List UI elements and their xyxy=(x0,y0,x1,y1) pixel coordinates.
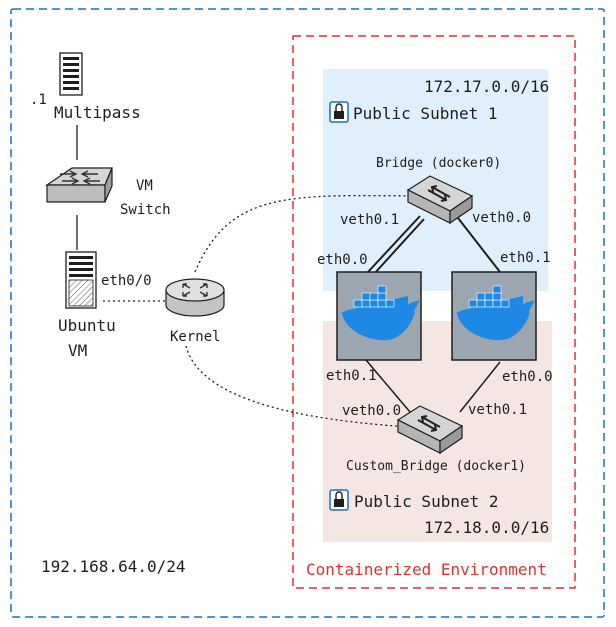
subnet1-veth-left: veth0.1 xyxy=(340,212,399,228)
subnet2-cidr: 172.18.0.0/16 xyxy=(424,518,549,537)
subnet1-cidr: 172.17.0.0/16 xyxy=(424,77,549,96)
subnet1-eth-right: eth0.1 xyxy=(500,250,551,266)
ubuntu-vm-label-line1: Ubuntu xyxy=(58,316,116,335)
ubuntu-interface-label: eth0/0 xyxy=(101,273,152,289)
subnet1-veth-right: veth0.0 xyxy=(472,210,531,226)
container2-docker-icon xyxy=(451,271,537,361)
subnet2-veth-right: veth0.1 xyxy=(468,402,527,418)
subnet2-lock-icon xyxy=(329,489,349,511)
kernel-bridge-link xyxy=(194,194,421,273)
container2-custom-bridge-link xyxy=(459,361,501,413)
multipass-ip-suffix: .1 xyxy=(30,92,47,108)
kernel-label: Kernel xyxy=(170,329,221,345)
custom-bridge-docker1-icon xyxy=(396,405,464,455)
container1-docker-icon xyxy=(336,271,422,361)
vm-switch-label-line1: VM xyxy=(136,178,153,194)
vm-switch-icon xyxy=(45,167,113,203)
ubuntu-vm-label-line2: VM xyxy=(68,341,87,360)
subnet2-eth-left: eth0.1 xyxy=(326,368,377,384)
subnet2-eth-right: eth0.0 xyxy=(502,369,553,385)
multipass-label: Multipass xyxy=(54,103,141,122)
kernel-custom-bridge-link xyxy=(185,345,411,428)
bridge-docker0-icon xyxy=(406,175,474,225)
subnet1-lock-icon xyxy=(329,101,349,123)
custom-bridge-docker1-label: Custom_Bridge (docker1) xyxy=(346,459,526,474)
containerized-environment-label: Containerized Environment xyxy=(306,560,547,579)
subnet2-title: Public Subnet 2 xyxy=(354,492,499,511)
bridge-container1-link xyxy=(367,215,421,273)
bridge-container1-link-2 xyxy=(373,218,425,275)
host-network-cidr: 192.168.64.0/24 xyxy=(41,557,186,576)
subnet1-title: Public Subnet 1 xyxy=(353,104,498,123)
multipass-server-icon xyxy=(59,52,83,96)
bridge-docker0-label: Bridge (docker0) xyxy=(376,156,501,171)
kernel-router-icon xyxy=(165,278,225,317)
bridge-container2-link xyxy=(457,217,501,273)
containerized-environment-border xyxy=(292,35,576,589)
subnet2-veth-left: veth0.0 xyxy=(342,403,401,419)
container1-custom-bridge-link xyxy=(365,359,411,413)
vm-switch-label-line2: Switch xyxy=(120,202,171,218)
ubuntu-vm-server-icon xyxy=(65,251,97,309)
subnet1-eth-left: eth0.0 xyxy=(317,252,368,268)
